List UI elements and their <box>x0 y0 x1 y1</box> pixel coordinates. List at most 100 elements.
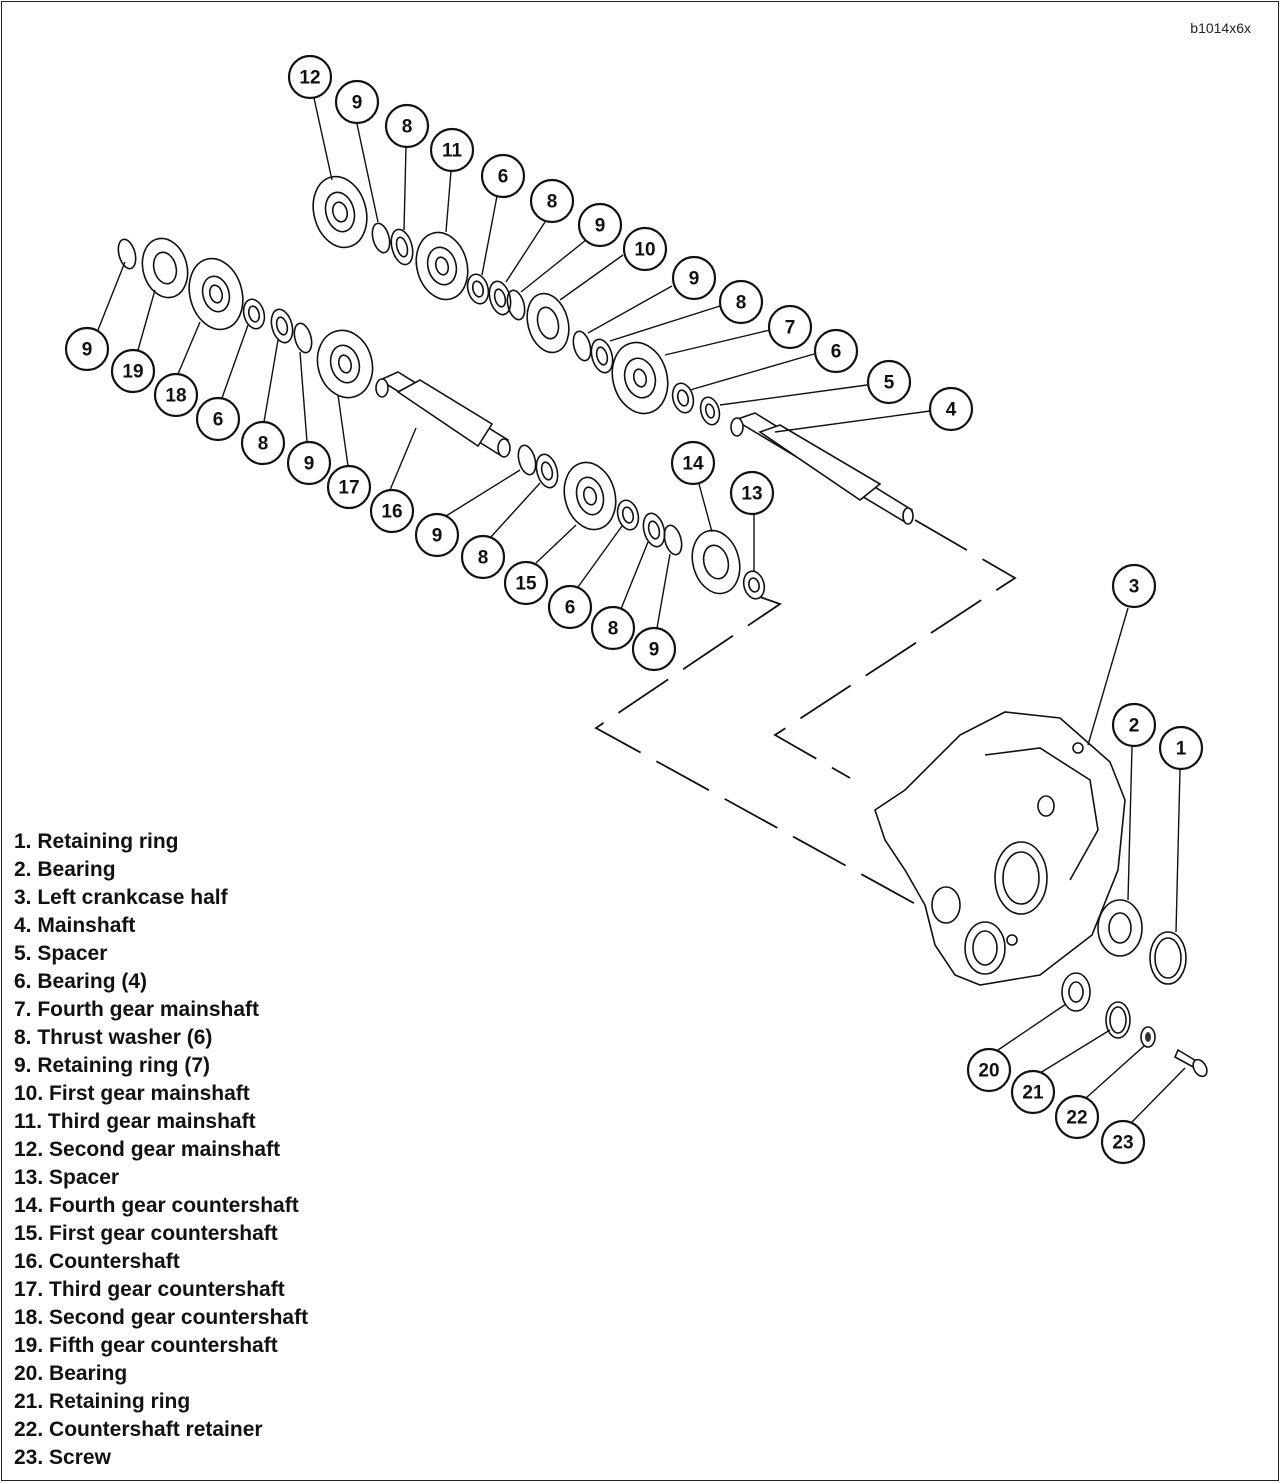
callout-9: 9 <box>414 512 460 558</box>
svg-text:8: 8 <box>258 434 269 455</box>
callout-1: 1 <box>1158 725 1204 771</box>
legend-item: 8. Thrust washer (6) <box>14 1026 213 1049</box>
callout-9: 9 <box>577 202 623 248</box>
svg-text:19: 19 <box>122 362 143 383</box>
retaining-ring-icon <box>1105 1001 1131 1039</box>
legend-item: 12. Second gear mainshaft <box>14 1138 281 1161</box>
svg-text:2: 2 <box>1129 716 1140 737</box>
legend-item: 19. Fifth gear countershaft <box>14 1334 278 1357</box>
callout-3: 3 <box>1111 563 1157 609</box>
screw-icon <box>1173 1048 1208 1078</box>
retaining-ring-icon <box>517 444 537 476</box>
callout-5: 5 <box>866 359 912 405</box>
svg-text:8: 8 <box>402 117 413 138</box>
assembly-guide-lines <box>594 519 1017 913</box>
svg-text:9: 9 <box>595 216 606 237</box>
legend-item: 17. Third gear countershaft <box>14 1278 285 1301</box>
callout-19: 19 <box>110 348 156 394</box>
bearing-icon <box>242 298 266 330</box>
retaining-ring-icon <box>572 330 592 362</box>
svg-text:6: 6 <box>498 167 509 188</box>
svg-text:8: 8 <box>608 619 619 640</box>
callout-8: 8 <box>590 605 636 651</box>
callout-23: 23 <box>1100 1119 1146 1165</box>
callout-7: 7 <box>767 304 813 350</box>
bearing-icon <box>1097 899 1143 957</box>
legend-item: 20. Bearing <box>14 1362 128 1385</box>
svg-text:9: 9 <box>689 269 700 290</box>
bearing-icon <box>616 499 640 531</box>
svg-text:18: 18 <box>165 386 186 407</box>
callout-10: 10 <box>622 226 668 272</box>
svg-text:9: 9 <box>82 340 93 361</box>
svg-text:6: 6 <box>213 410 224 431</box>
callout-9: 9 <box>64 326 110 372</box>
legend-item: 18. Second gear countershaft <box>14 1306 309 1329</box>
svg-text:17: 17 <box>338 478 359 499</box>
svg-text:15: 15 <box>515 574 537 595</box>
gear-icon <box>611 341 669 415</box>
gear-icon <box>563 461 617 531</box>
callout-11: 11 <box>429 127 475 173</box>
shaft-icon <box>730 412 914 525</box>
legend-item: 16. Countershaft <box>14 1250 180 1273</box>
retaining-ring-icon <box>1149 931 1187 985</box>
callout-8: 8 <box>529 178 575 224</box>
gear-icon <box>188 257 244 331</box>
washer-icon <box>742 570 766 600</box>
callout-22: 22 <box>1054 1094 1100 1140</box>
svg-text:16: 16 <box>381 502 402 523</box>
retaining-ring-icon <box>371 222 391 254</box>
callout-15: 15 <box>503 560 549 606</box>
callout-20: 20 <box>966 1047 1012 1093</box>
washer-icon <box>699 396 721 426</box>
callout-17: 17 <box>326 464 372 510</box>
svg-text:5: 5 <box>884 373 895 394</box>
gear-icon <box>312 175 368 249</box>
callout-9: 9 <box>286 440 332 486</box>
retaining-ring-icon <box>506 289 526 321</box>
washer-icon <box>390 228 414 266</box>
callout-18: 18 <box>153 372 199 418</box>
legend-item: 1. Retaining ring <box>14 830 179 853</box>
gear-icon <box>141 237 189 299</box>
legend-item: 21. Retaining ring <box>14 1390 191 1413</box>
washer-icon <box>642 512 666 548</box>
svg-text:9: 9 <box>649 640 660 661</box>
callout-9: 9 <box>671 255 717 301</box>
legend-item: 13. Spacer <box>14 1166 120 1189</box>
retaining-ring-icon <box>117 238 137 270</box>
washer-icon <box>1140 1026 1156 1048</box>
crankcase-icon <box>874 711 1126 986</box>
legend-item: 10. First gear mainshaft <box>14 1082 250 1105</box>
retaining-ring-icon <box>663 524 683 556</box>
callout-6: 6 <box>195 396 241 442</box>
callout-21: 21 <box>1010 1069 1056 1115</box>
callout-8: 8 <box>718 279 764 325</box>
svg-text:8: 8 <box>736 293 747 314</box>
callout-6: 6 <box>813 328 859 374</box>
svg-text:13: 13 <box>741 484 762 505</box>
callout-9: 9 <box>631 626 677 672</box>
legend-item: 4. Mainshaft <box>14 914 136 937</box>
svg-text:3: 3 <box>1129 577 1140 598</box>
svg-text:20: 20 <box>978 1061 999 1082</box>
svg-text:14: 14 <box>682 454 704 475</box>
svg-text:9: 9 <box>432 526 443 547</box>
callout-14: 14 <box>670 440 716 486</box>
callout-6: 6 <box>547 584 593 630</box>
gear-icon <box>415 231 469 301</box>
legend-item: 14. Fourth gear countershaft <box>14 1194 299 1217</box>
legend-item: 22. Countershaft retainer <box>14 1418 263 1441</box>
callout-2: 2 <box>1111 702 1157 748</box>
svg-text:4: 4 <box>946 400 957 421</box>
legend-item: 9. Retaining ring (7) <box>14 1054 211 1077</box>
bearing-icon <box>671 382 695 414</box>
callout-8: 8 <box>240 420 286 466</box>
svg-text:23: 23 <box>1112 1133 1133 1154</box>
svg-text:6: 6 <box>565 598 576 619</box>
legend-item: 11. Third gear mainshaft <box>14 1110 256 1133</box>
shaft-icon <box>375 371 511 458</box>
